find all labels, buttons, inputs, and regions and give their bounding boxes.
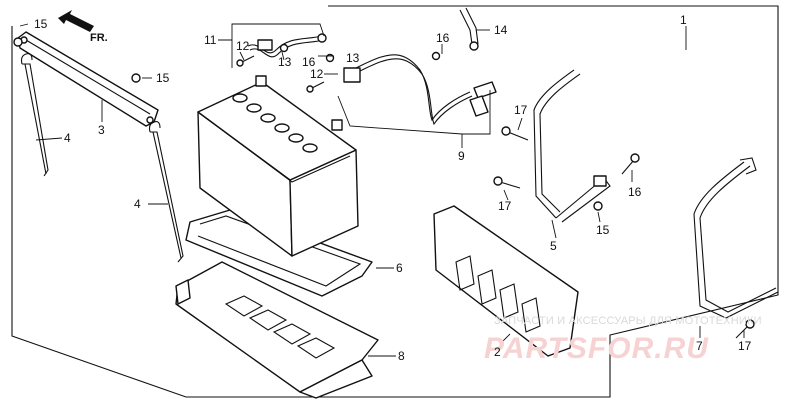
battery-tray [175,261,379,399]
nut-icon [431,51,441,61]
hold-rod-left [20,53,49,177]
stay-plate [433,205,579,357]
callout-16c: 16 [628,185,642,199]
direction-label: FR. [90,32,108,44]
battery-cell-caps [232,93,318,153]
battery [197,75,359,257]
bolt-icon [735,319,755,339]
hold-rod-right [148,121,184,263]
callout-6: 6 [396,261,403,275]
callout-16b: 16 [436,31,450,45]
front-direction-arrow-icon [58,10,94,32]
callout-9: 9 [458,149,465,163]
terminal-strap [459,7,479,51]
assembly-frame [11,5,779,398]
leader-lines [19,23,745,357]
callout-12b: 12 [310,67,324,81]
callout-11: 11 [204,33,217,47]
callout-15c: 15 [596,223,610,237]
bolt-icon [493,176,521,189]
callout-4a: 4 [64,131,71,145]
nut-icon [279,43,289,53]
battery-bracket [533,69,611,223]
callout-17b: 17 [498,199,512,213]
bolt-icon [236,55,255,67]
bolt-icon [501,126,529,141]
callout-2: 2 [494,345,501,359]
callout-1: 1 [680,13,687,27]
watermark-top-text: ЗАПЧАСТИ И АКСЕССУАРЫ ДЛЯ МОТОТЕХНИКИ [494,315,762,327]
nut-icon [593,201,603,211]
bolt-icon [306,81,325,93]
callout-12a: 12 [236,39,250,53]
nut-icon [131,73,141,83]
callout-13a: 13 [278,55,292,69]
battery-negative-terminal [255,75,267,87]
positive-cable [343,54,497,126]
side-bracket [693,157,779,319]
callout-8: 8 [398,349,405,363]
watermark-brand-text: PARTSFOR.RU [484,332,709,365]
callout-17a: 17 [514,103,528,117]
tray-slots [224,295,336,359]
callout-15b: 15 [156,71,170,85]
hardware-bolts [13,37,755,339]
callout-4b: 4 [134,197,141,211]
callout-14: 14 [494,23,508,37]
battery-positive-terminal [331,119,343,131]
callout-3: 3 [98,123,105,137]
callout-16a: 16 [302,55,316,69]
callout-7: 7 [696,339,703,353]
stay-plate-slots [455,255,541,333]
callout-13b: 13 [346,51,360,65]
nut-icon [13,37,23,47]
bolt-icon [621,153,640,175]
callout-labels: 1 2 3 4 4 5 6 7 8 9 11 12 12 13 13 14 15… [34,13,752,363]
callout-17c: 17 [738,339,752,353]
callout-5: 5 [550,239,557,253]
callout-15a: 15 [34,17,48,31]
